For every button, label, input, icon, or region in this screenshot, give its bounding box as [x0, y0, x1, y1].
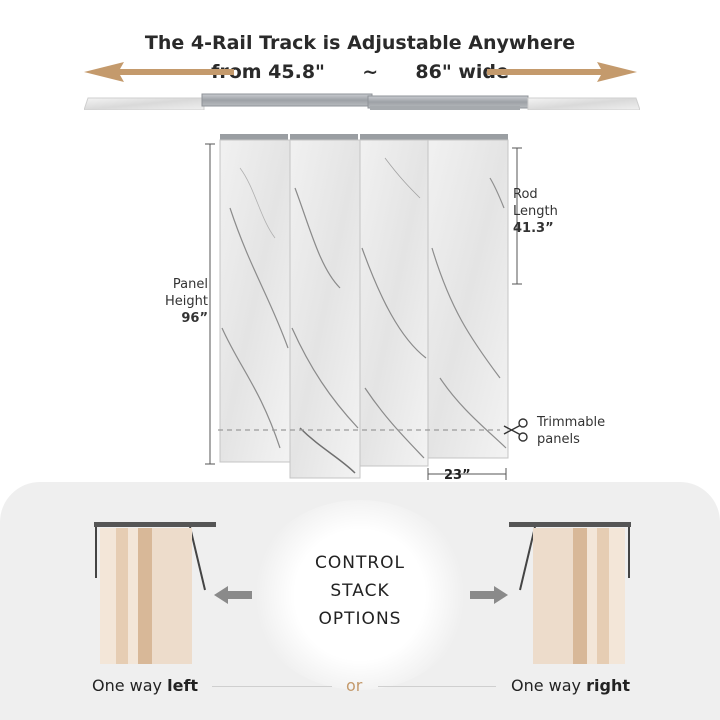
- caption-right: One way right: [511, 676, 630, 695]
- control-stack-title-1: CONTROL: [314, 553, 406, 573]
- caption-left: One way left: [92, 676, 199, 695]
- control-stack-title-3: OPTIONS: [318, 609, 402, 629]
- width-range: from 45.8" ~ 86" wide: [0, 61, 720, 83]
- scissors-icon: [503, 418, 528, 442]
- width-to: 86" wide: [415, 61, 509, 83]
- center-glow: [250, 500, 470, 690]
- panel-2: [289, 139, 361, 479]
- panel-height-label: Panel Height 96”: [150, 276, 208, 327]
- stack-left-illustration: [94, 522, 216, 664]
- rail-track: [84, 93, 640, 110]
- rod-length-value: 41.3”: [513, 221, 554, 236]
- divider-right: [378, 686, 496, 687]
- panel-height-value: 96”: [181, 311, 208, 326]
- arrow-left-icon: [214, 586, 252, 604]
- or-text: or: [346, 676, 363, 695]
- arrow-right-icon: [470, 586, 508, 604]
- control-stack-title-2: STACK: [330, 581, 390, 601]
- panel-3: [359, 139, 429, 467]
- expand-right-arrow-icon: [487, 62, 637, 82]
- expand-left-arrow-icon: [84, 62, 234, 82]
- panel-1: [219, 139, 291, 463]
- panel-4: [427, 139, 509, 459]
- stack-right-illustration: [509, 522, 631, 664]
- headline: The 4-Rail Track is Adjustable Anywhere: [144, 32, 576, 54]
- panel-diagram: [205, 134, 522, 480]
- tilde: ~: [362, 61, 379, 83]
- panel-width-value: 23”: [444, 468, 471, 483]
- trimmable-label: Trimmable panels: [537, 415, 606, 447]
- divider-left: [212, 686, 332, 687]
- width-from: from 45.8": [211, 61, 325, 83]
- rod-length-label: Rod Length 41.3”: [513, 187, 558, 236]
